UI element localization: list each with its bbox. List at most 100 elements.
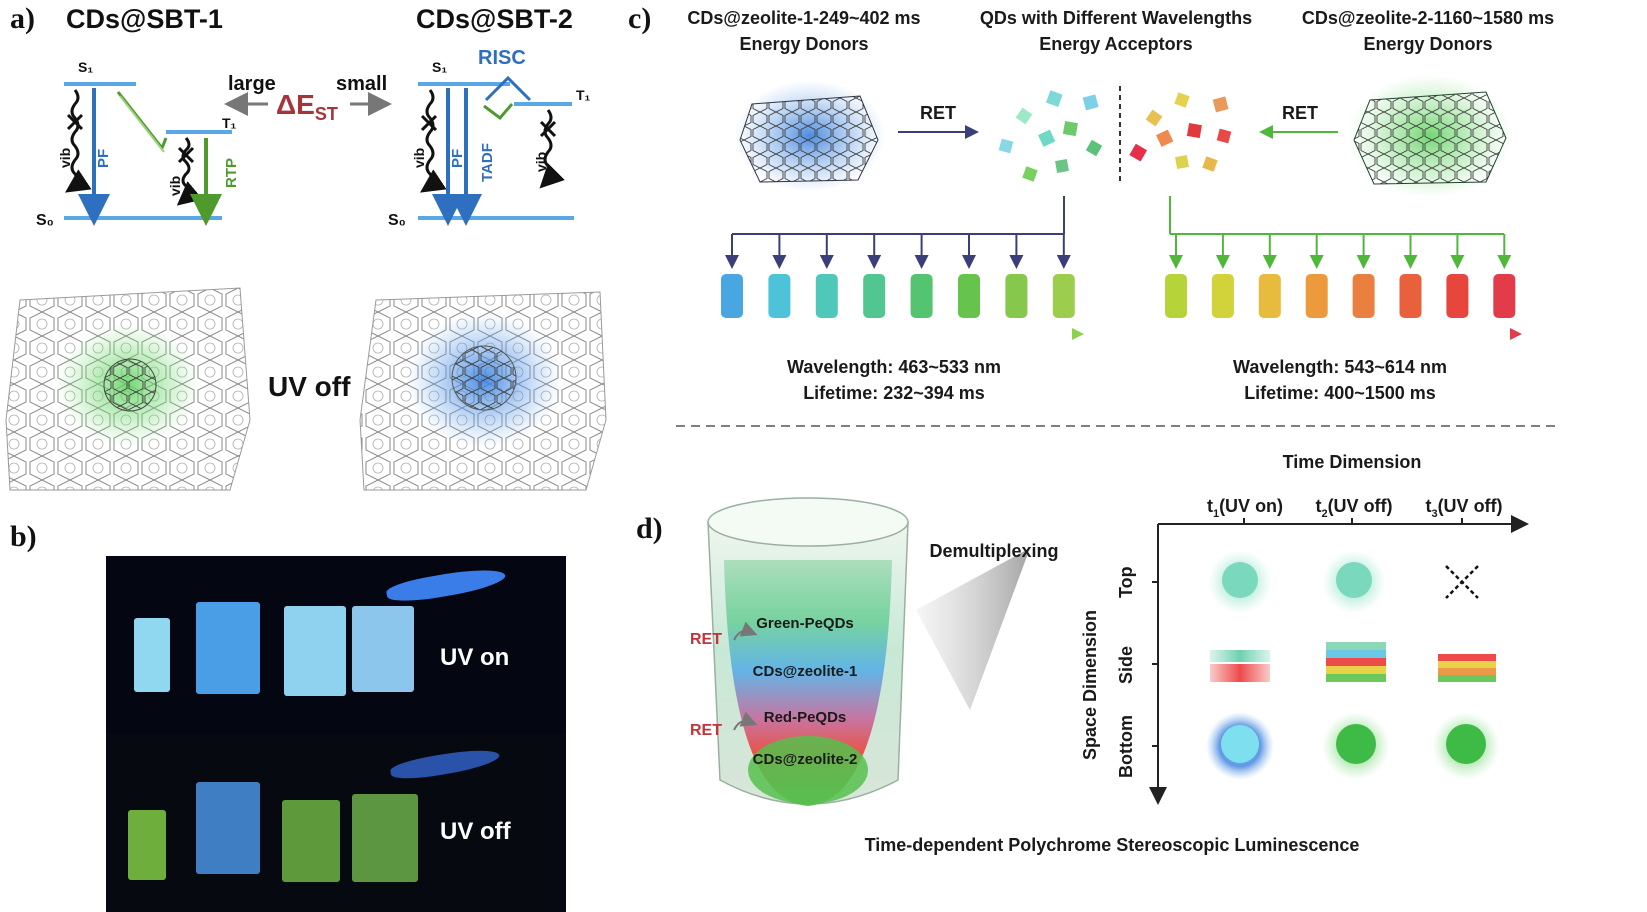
color-swatch-left-7	[1005, 274, 1028, 318]
t1-label-right: T₁	[576, 87, 591, 103]
ret-curved-arrow-1	[733, 621, 758, 641]
ret-label-d-2: RET	[690, 722, 722, 739]
uv-photo: UV on UV off	[106, 556, 566, 912]
zeolite-framework-right	[359, 291, 607, 491]
s0-label-right: S₀	[388, 212, 406, 229]
pf-label-left: PF	[95, 149, 112, 168]
top-t3-cross	[1445, 565, 1479, 599]
row-label-bottom: Bottom	[1116, 715, 1136, 778]
t1-label-left: T₁	[222, 115, 237, 131]
zeolite-green-donor	[1348, 74, 1512, 198]
risc-label: RISC	[478, 47, 526, 69]
zeolite-blue-donor	[734, 80, 886, 192]
color-swatch-left-5	[910, 274, 933, 318]
uv-on-label: UV on	[440, 644, 510, 671]
large-label: large	[228, 73, 276, 95]
letter-c-uv-on	[196, 602, 260, 694]
qd-cubes-cool	[998, 90, 1103, 182]
left-lifetime: Lifetime: 232~394 ms	[803, 383, 985, 403]
color-swatch-left-2	[768, 274, 791, 318]
pf-label-right: PF	[449, 149, 466, 168]
time-dimension-label: Time Dimension	[1283, 452, 1422, 472]
left-donor-title: CDs@zeolite-1-249~402 ms	[687, 8, 920, 28]
color-swatch-left-1	[721, 274, 743, 318]
side-t3-bands	[1438, 654, 1496, 682]
s1-label-left: S₁	[78, 59, 93, 75]
left-wavelength: Wavelength: 463~533 nm	[787, 357, 1001, 377]
ret-label-left: RET	[920, 103, 956, 123]
s1-label-right: S₁	[432, 59, 447, 75]
panel-label-b: b)	[10, 520, 37, 553]
space-dimension-label: Space Dimension	[1080, 610, 1100, 760]
row-label-top: Top	[1116, 566, 1136, 598]
letter-s-uv-off	[352, 794, 418, 882]
color-swatch-left-8	[1052, 274, 1075, 318]
layer-cds-zeolite-2: CDs@zeolite-2	[753, 751, 858, 768]
cylinder-vial	[707, 497, 909, 806]
ret-label-d-1: RET	[690, 631, 722, 648]
acceptor-title: QDs with Different Wavelengths	[980, 8, 1252, 28]
color-swatch-left-6	[958, 274, 980, 318]
demultiplex-cone	[916, 548, 1030, 710]
t3-uv-off: t3(UV off)	[1425, 496, 1502, 520]
distribution-tree-left	[732, 196, 1065, 235]
letter-s-uv-on	[352, 606, 414, 692]
bottom-t3-spot	[1446, 724, 1486, 764]
ret-curved-arrow-2	[733, 711, 758, 731]
rtp-label: RTP	[223, 158, 240, 188]
brushstroke-uv-on	[385, 563, 507, 607]
t2-uv-off: t2(UV off)	[1315, 496, 1392, 520]
left-donor-subtitle: Energy Donors	[739, 34, 868, 54]
panel-label-a: a)	[10, 2, 35, 35]
color-swatch-right-1	[1165, 274, 1187, 318]
bottom-t2-spot	[1336, 724, 1376, 764]
letter-f-uv-off	[282, 800, 340, 882]
layer-red-peqds: Red-PeQDs	[764, 709, 847, 726]
uv-off-label-a: UV off	[268, 371, 351, 402]
side-t2-bands	[1326, 642, 1386, 682]
color-swatch-right-6	[1399, 274, 1422, 318]
row-label-side: Side	[1116, 646, 1136, 684]
bottom-t1-spot	[1221, 725, 1259, 763]
layer-cds-zeolite-1: CDs@zeolite-1	[753, 663, 858, 680]
color-swatch-right-3	[1258, 274, 1281, 318]
color-swatch-left-3	[815, 274, 838, 318]
vib-label-4: vib	[533, 152, 549, 172]
layer-green-peqds: Green-PeQDs	[756, 615, 854, 632]
right-wavelength: Wavelength: 543~614 nm	[1233, 357, 1447, 377]
uv-off-label-b: UV off	[440, 818, 511, 845]
color-swatch-right-5	[1352, 274, 1375, 318]
panel-d-caption: Time-dependent Polychrome Stereoscopic L…	[865, 835, 1360, 855]
top-t1-spot	[1222, 562, 1258, 598]
vib-label-2: vib	[167, 176, 183, 196]
brushstroke-uv-off	[389, 744, 501, 784]
color-swatch-right-4	[1305, 274, 1328, 318]
spectrum-arrowhead-right	[1510, 328, 1522, 340]
title-cds-sbt-2: CDs@SBT-2	[416, 4, 573, 34]
top-t2-spot	[1336, 562, 1372, 598]
color-swatch-right-7	[1446, 274, 1469, 318]
tadf-label: TADF	[479, 143, 496, 182]
small-label: small	[336, 73, 387, 95]
right-lifetime: Lifetime: 400~1500 ms	[1244, 383, 1436, 403]
color-swatch-right-2	[1211, 274, 1234, 318]
letter-i-uv-off	[128, 810, 166, 880]
s0-label-left: S₀	[36, 212, 54, 229]
vib-label-3: vib	[411, 148, 427, 168]
right-donor-subtitle: Energy Donors	[1363, 34, 1492, 54]
letter-c-uv-off	[196, 782, 260, 874]
delta-e-st: ΔEST	[276, 89, 338, 124]
panel-label-c: c)	[628, 2, 652, 35]
right-donor-title: CDs@zeolite-2-1160~1580 ms	[1302, 8, 1554, 28]
panel-label-d: d)	[636, 512, 663, 545]
zeolite-framework-left	[5, 287, 251, 491]
distribution-tree-right	[1169, 196, 1504, 235]
vib-label-1: vib	[57, 148, 73, 168]
uv-off-half: UV off	[106, 734, 566, 912]
letter-f-uv-on	[284, 606, 346, 696]
color-swatch-right-8	[1493, 274, 1516, 318]
jablonski-right	[418, 75, 574, 226]
color-swatch-left-4	[863, 274, 886, 318]
spectrum-arrowhead-left	[1072, 328, 1084, 340]
t1-uv-on: t1(UV on)	[1207, 496, 1283, 520]
